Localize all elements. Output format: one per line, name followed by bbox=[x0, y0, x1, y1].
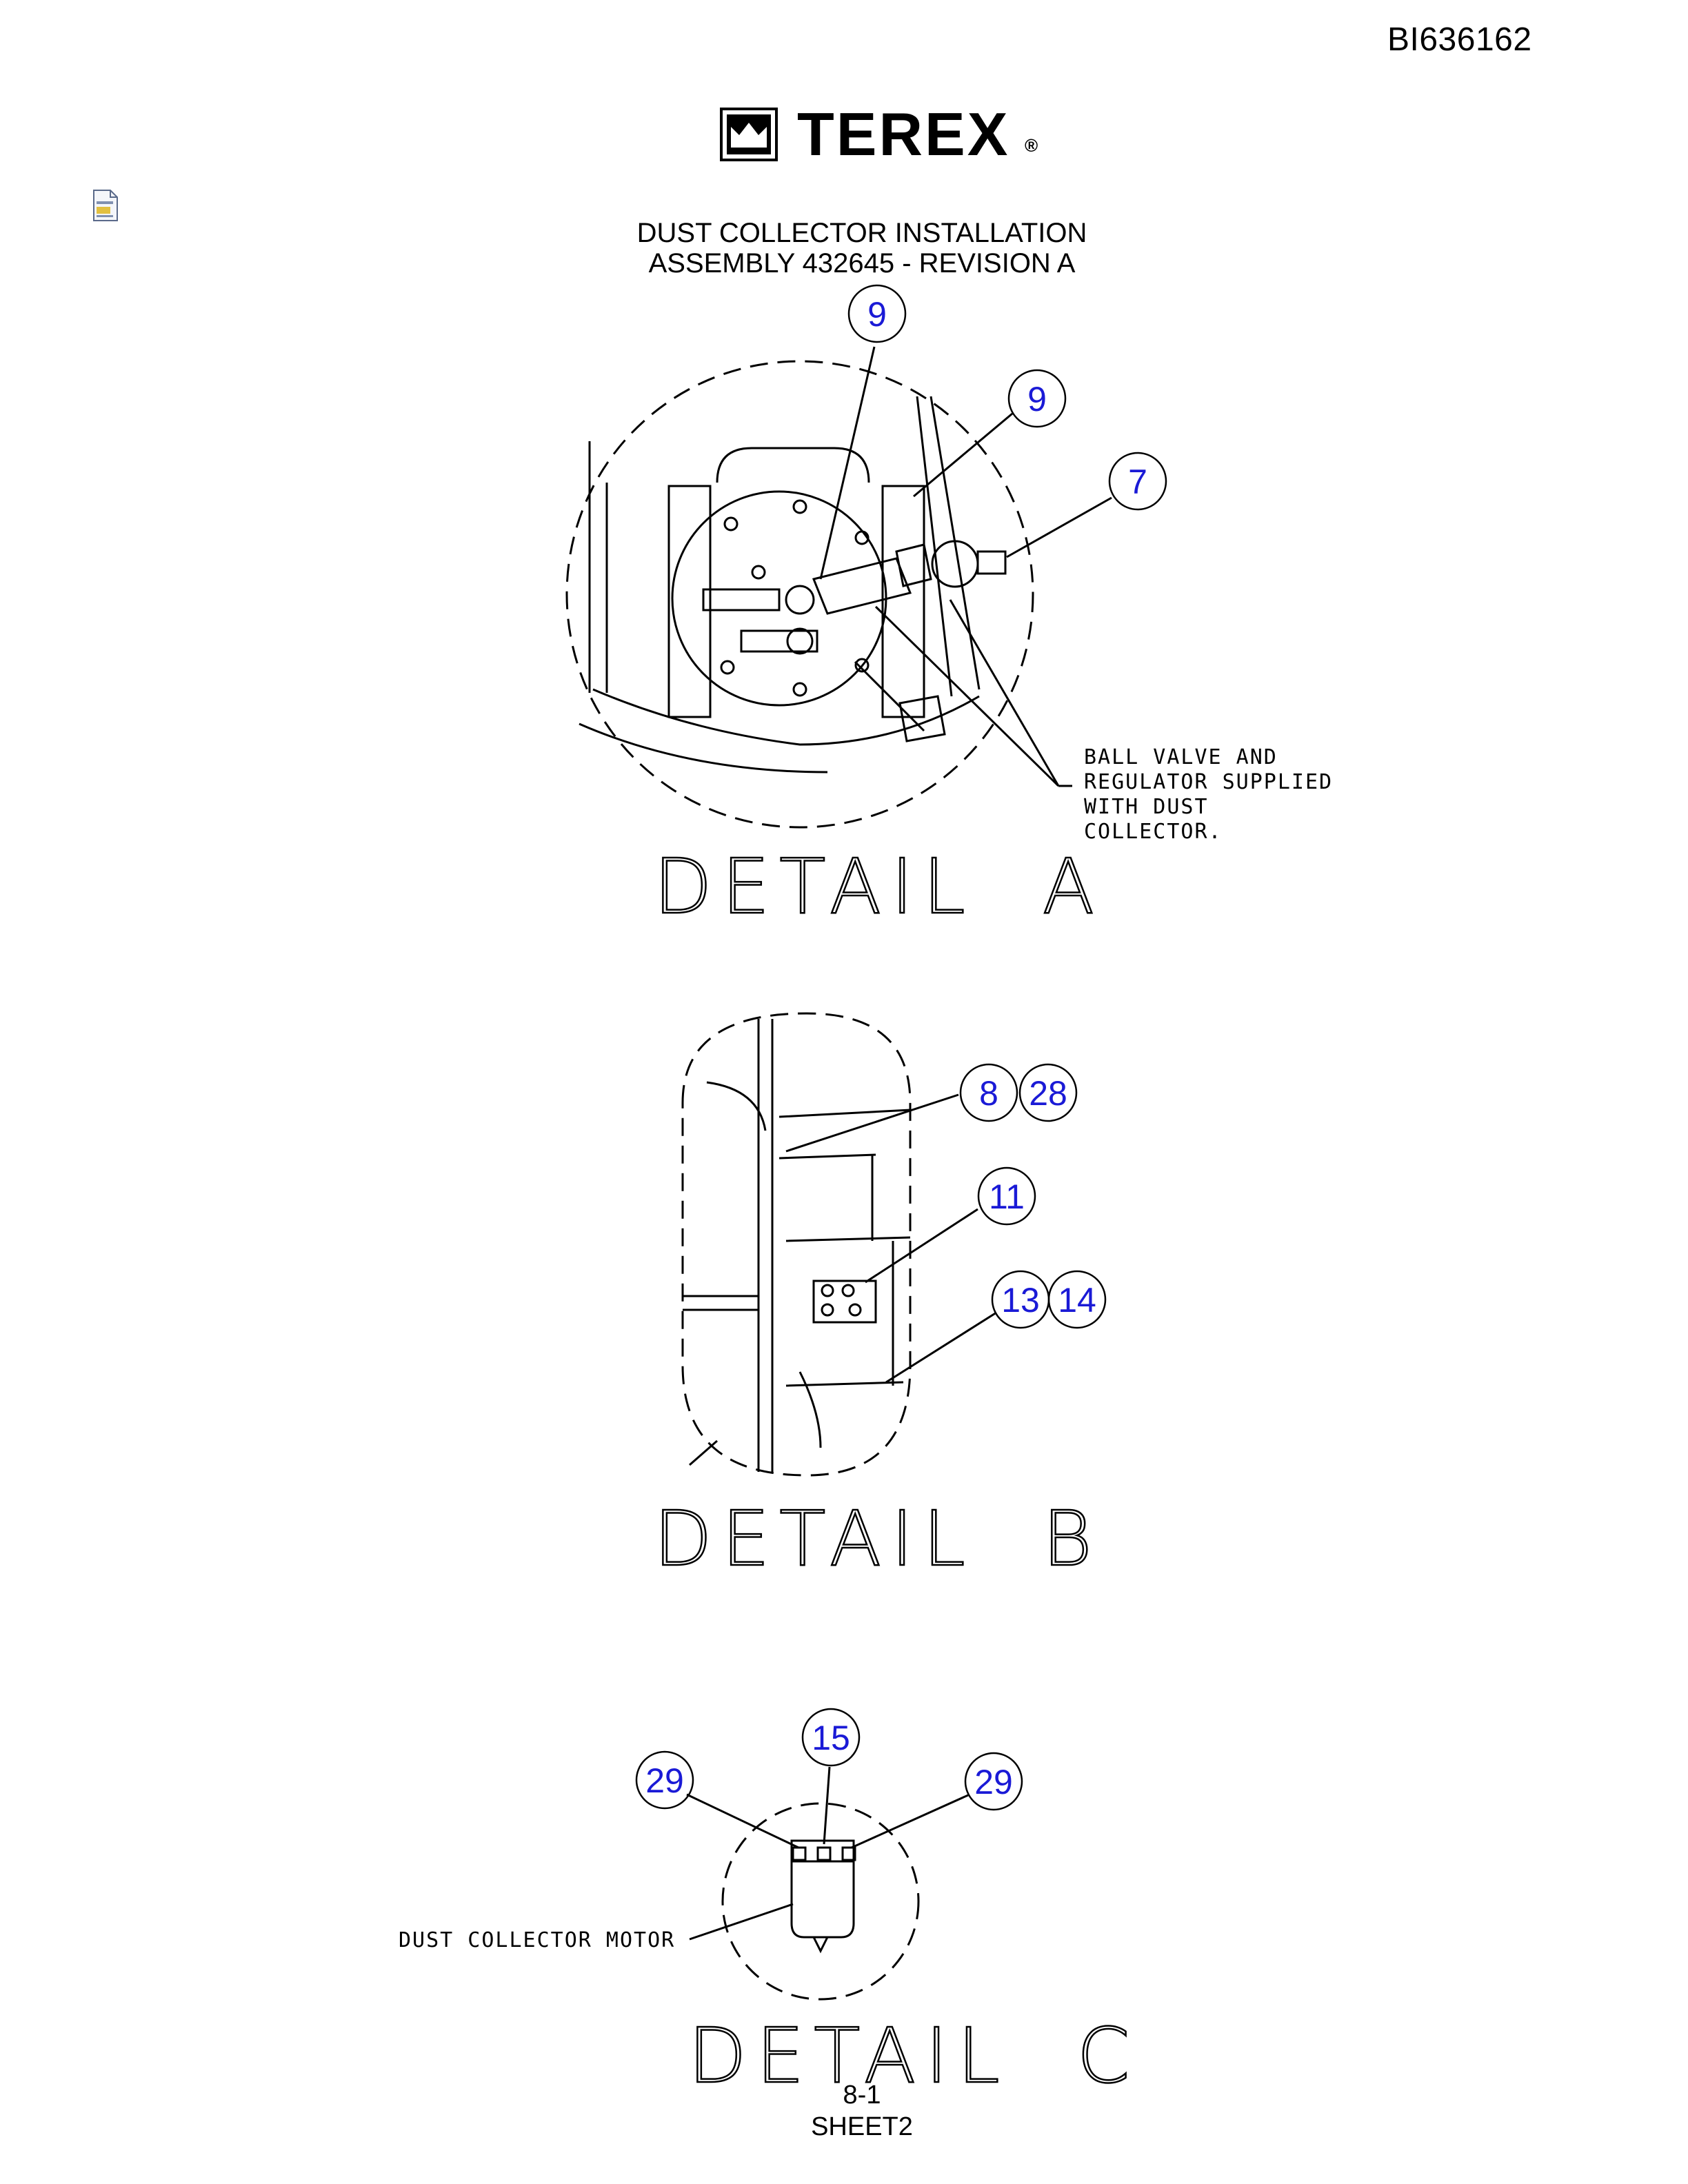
balloon-b-8 bbox=[959, 1063, 1018, 1122]
balloon-label: 14 bbox=[1058, 1281, 1096, 1320]
leader-13-14 bbox=[885, 1311, 997, 1384]
bracket-left bbox=[667, 485, 712, 718]
balloon-label: 7 bbox=[1128, 463, 1147, 501]
note-line: WITH DUST bbox=[1084, 795, 1209, 819]
motor-cap bbox=[790, 1839, 855, 1861]
plate-top bbox=[716, 447, 870, 483]
detail-a-label: DETAIL A bbox=[654, 842, 1104, 931]
page-number: 8-1 bbox=[843, 2081, 881, 2110]
balloon-label: 29 bbox=[974, 1763, 1013, 1801]
balloon-label: 9 bbox=[867, 295, 887, 334]
balloon-label: 13 bbox=[1001, 1281, 1040, 1320]
balloon-a-7 bbox=[1108, 452, 1167, 511]
document-id: BI636162 bbox=[1387, 21, 1532, 58]
frame-lower bbox=[579, 722, 828, 774]
valve-coupling bbox=[895, 543, 932, 587]
balloon-c-15 bbox=[801, 1708, 861, 1767]
elbow-lower bbox=[786, 627, 814, 655]
motor-callout: DUST COLLECTOR MOTOR bbox=[399, 1928, 675, 1952]
fitting-lower bbox=[740, 629, 818, 653]
detail-a-drawing bbox=[565, 346, 1112, 829]
valve-block bbox=[812, 1280, 877, 1324]
note-line: BALL VALVE AND bbox=[1084, 745, 1278, 769]
fitting-upper bbox=[702, 588, 781, 611]
frame-rail-right bbox=[916, 396, 981, 697]
balloon-b-14 bbox=[1047, 1270, 1107, 1329]
balloon-a-9-top bbox=[847, 284, 907, 343]
detail-b-label: DETAIL B bbox=[654, 1495, 1102, 1583]
detail-c-drawing bbox=[686, 1766, 969, 2001]
terex-logo bbox=[720, 108, 778, 161]
balloon-b-11 bbox=[977, 1166, 1036, 1226]
motor-body bbox=[790, 1860, 855, 1939]
balloon-label: 9 bbox=[1027, 380, 1047, 418]
flange-bolts bbox=[720, 499, 870, 697]
balloons bbox=[635, 284, 1167, 1811]
wire bbox=[706, 1081, 767, 1131]
balloon-b-28 bbox=[1018, 1063, 1078, 1122]
leader-29-left bbox=[686, 1793, 799, 1849]
balloon-label: 15 bbox=[812, 1719, 850, 1757]
balloon-label: 8 bbox=[979, 1074, 998, 1113]
detail-b-drawing bbox=[681, 1012, 997, 1477]
logo-text: TEREX bbox=[797, 100, 1010, 168]
leader-7 bbox=[1006, 496, 1112, 558]
bracket-right bbox=[881, 485, 925, 718]
detail-a-boundary bbox=[565, 360, 1034, 829]
title-line-1: DUST COLLECTOR INSTALLATION bbox=[636, 218, 1087, 248]
crown-icon bbox=[731, 123, 767, 148]
balloon-a-9-right bbox=[1007, 369, 1067, 428]
detail-c-boundary bbox=[721, 1802, 920, 2001]
leader-29-right bbox=[851, 1794, 969, 1849]
elbow-upper bbox=[785, 585, 815, 615]
document-icon[interactable] bbox=[90, 189, 120, 222]
leader-note bbox=[874, 599, 1072, 787]
frame-bottom bbox=[592, 688, 980, 746]
cross-member bbox=[683, 1295, 758, 1311]
leader-11 bbox=[865, 1208, 978, 1284]
valve-body bbox=[812, 557, 912, 615]
balloon-label: 29 bbox=[645, 1761, 684, 1800]
balloon-c-29-right bbox=[964, 1752, 1023, 1811]
regulator-fitting bbox=[976, 550, 1007, 575]
balloon-label: 11 bbox=[989, 1177, 1025, 1216]
logo-registered-mark: ® bbox=[1025, 135, 1038, 156]
frame-rail-left bbox=[588, 441, 608, 693]
balloon-c-29-left bbox=[635, 1750, 694, 1810]
leader-9b bbox=[913, 412, 1013, 498]
diagonal bbox=[689, 1439, 718, 1466]
enclosure-lines bbox=[778, 1109, 911, 1387]
support-bar bbox=[854, 660, 925, 732]
detail-c-label: DETAIL C bbox=[688, 2012, 1140, 2100]
note-line: COLLECTOR. bbox=[1084, 820, 1223, 844]
leader-9a bbox=[819, 346, 876, 580]
leader-15 bbox=[823, 1766, 831, 1845]
detail-b-boundary bbox=[681, 1012, 912, 1477]
sheet-number: SHEET2 bbox=[811, 2112, 913, 2141]
block bbox=[898, 695, 946, 742]
note-line: REGULATOR SUPPLIED bbox=[1084, 770, 1333, 794]
balloon-label: 28 bbox=[1029, 1074, 1067, 1113]
title-line-2: ASSEMBLY 432645 - REVISION A bbox=[648, 248, 1076, 279]
hose bbox=[798, 1371, 822, 1448]
post bbox=[757, 1019, 774, 1472]
leader-8-28 bbox=[785, 1093, 959, 1153]
leader-motor bbox=[689, 1903, 794, 1941]
motor-tip bbox=[812, 1937, 829, 1954]
